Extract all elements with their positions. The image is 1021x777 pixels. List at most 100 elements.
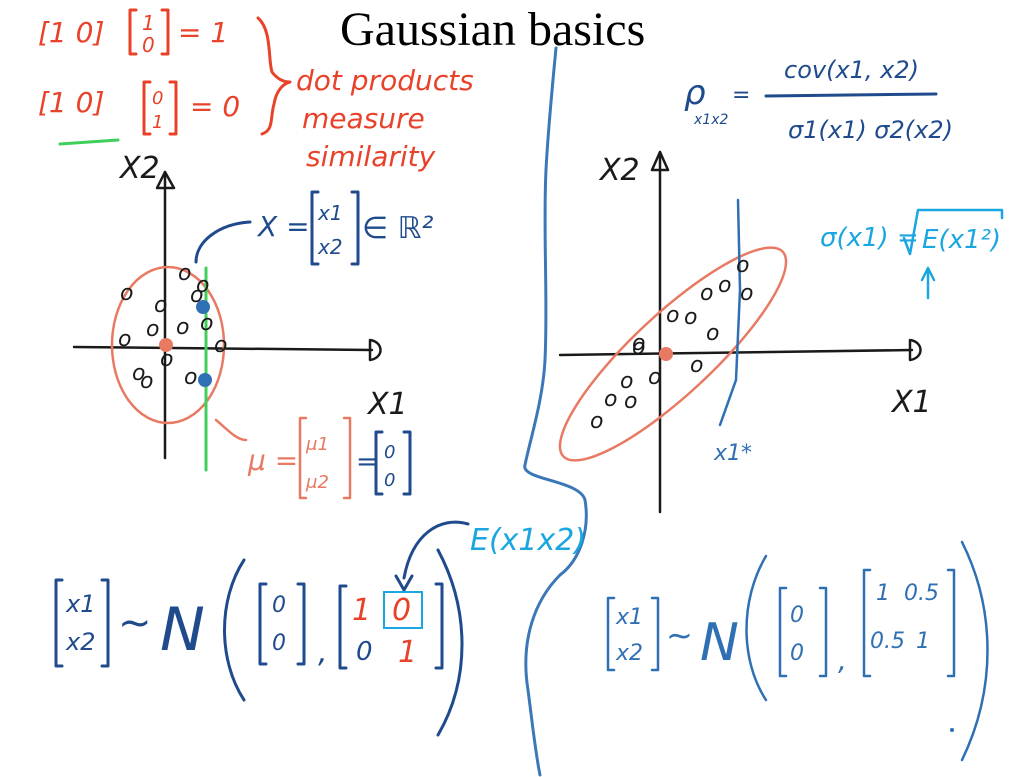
cov-12: 0 (392, 593, 411, 628)
bracket (606, 596, 616, 672)
y-axis-arrow (155, 170, 176, 190)
bracket (338, 584, 348, 670)
std-formula: σ(x1) = E(x1²) (820, 208, 1004, 300)
cov-22: 1 (916, 629, 930, 654)
sample-point: o (178, 261, 191, 286)
cov-12: 0.5 (904, 581, 939, 606)
bracket (778, 586, 788, 678)
cov-21: 0 (356, 637, 373, 667)
sample-point: o (666, 303, 679, 328)
note-line1: dot products (296, 64, 474, 97)
sample-point: o (140, 369, 153, 394)
normal-N: N (700, 613, 739, 673)
paren-close (436, 548, 464, 737)
curly-brace (256, 16, 292, 136)
bracket (310, 190, 320, 266)
comma: , (838, 644, 847, 677)
mu-top: μ1 (305, 434, 329, 455)
bracket (350, 190, 360, 266)
sample-point: o (214, 333, 227, 358)
mu-lhs: μ = (247, 444, 298, 477)
bracket (296, 582, 306, 666)
bracket (298, 416, 308, 500)
vec-bot: x2 (615, 641, 643, 666)
sample-point: o (700, 281, 713, 306)
rho-symbol: ρ (684, 73, 706, 113)
mean-top: 0 (790, 603, 804, 628)
divider-curve (523, 46, 588, 777)
sample-point: o (146, 317, 159, 342)
sample-point: o (604, 387, 617, 412)
cov-11: 1 (876, 581, 890, 606)
row1-vector: [1 0] (38, 16, 104, 49)
row1-col-bot: 0 (142, 33, 155, 57)
dot (950, 728, 954, 732)
dot-product-notes: [1 0] 1 0 = 1 [1 0] 0 1 = 0 dot products… (38, 8, 474, 173)
bracket (862, 568, 872, 678)
bracket (402, 430, 412, 496)
mu-val-bot: 0 (384, 470, 395, 491)
sample-point: o (160, 347, 173, 372)
sample-point: o (200, 311, 213, 336)
bracket (650, 596, 660, 672)
mean-point (159, 338, 173, 352)
y-axis-arrow (650, 150, 670, 172)
sample-point: o (176, 315, 189, 340)
mean-bot: 0 (790, 641, 804, 666)
pointer-line (214, 418, 248, 442)
vec-bot: x2 (65, 628, 95, 656)
mean-bot: 0 (272, 631, 286, 656)
sample-point: o (706, 321, 719, 346)
bracket (946, 568, 956, 678)
green-underline (58, 138, 120, 146)
page-title: Gaussian basics (340, 3, 645, 56)
sample-point: o (632, 331, 645, 356)
sample-point: o (118, 327, 131, 352)
bracket (374, 430, 384, 496)
rho-numerator: cov(x1, x2) (784, 56, 919, 84)
sample-point: o (736, 253, 749, 278)
sample-point: o (684, 305, 697, 330)
marker-label: x1* (713, 441, 752, 466)
bracket (342, 416, 352, 500)
vec-top: x1 (615, 605, 643, 630)
conditioning-line (718, 198, 742, 427)
mean-point (659, 347, 673, 361)
row2-result: = 0 (190, 90, 240, 123)
paren-open (745, 554, 768, 702)
sample-point: o (624, 389, 637, 414)
correlation-formula: ρ x1x2 = cov(x1, x2) σ1(x1) σ2(x2) (684, 56, 953, 144)
tilde: ~ (118, 600, 152, 646)
sample-point: o (620, 369, 633, 394)
sample-point: o (648, 365, 661, 390)
sample-point: o (120, 281, 133, 306)
sample-point: o (690, 353, 703, 378)
normal-N: N (160, 595, 205, 665)
mu-eq: = (356, 447, 378, 477)
fraction-bar (764, 92, 938, 98)
x-def-bot: x2 (317, 235, 343, 259)
sample-point: o (632, 335, 645, 360)
cov-11: 1 (352, 593, 371, 628)
bracket (818, 586, 828, 678)
x-def-top: x1 (317, 201, 343, 225)
vec-top: x1 (65, 590, 95, 618)
distribution-contour (110, 265, 226, 425)
sample-point: o (154, 293, 167, 318)
bracket (100, 578, 110, 668)
mu-val-top: 0 (384, 442, 395, 463)
tilde: ~ (666, 616, 693, 654)
highlight-point (198, 373, 212, 387)
row2-col-top: 0 (152, 88, 163, 109)
sample-point: o (196, 273, 209, 298)
row2-vector: [1 0] (38, 86, 104, 119)
highlight-point (196, 300, 210, 314)
x-axis-label: X1 (366, 387, 408, 422)
left-distribution-equation: x1 x2 ~ N 0 0 , 1 0 0 1 (54, 548, 464, 737)
up-arrow (920, 266, 936, 300)
sample-point: o (740, 281, 753, 306)
highlight-box (383, 591, 423, 629)
